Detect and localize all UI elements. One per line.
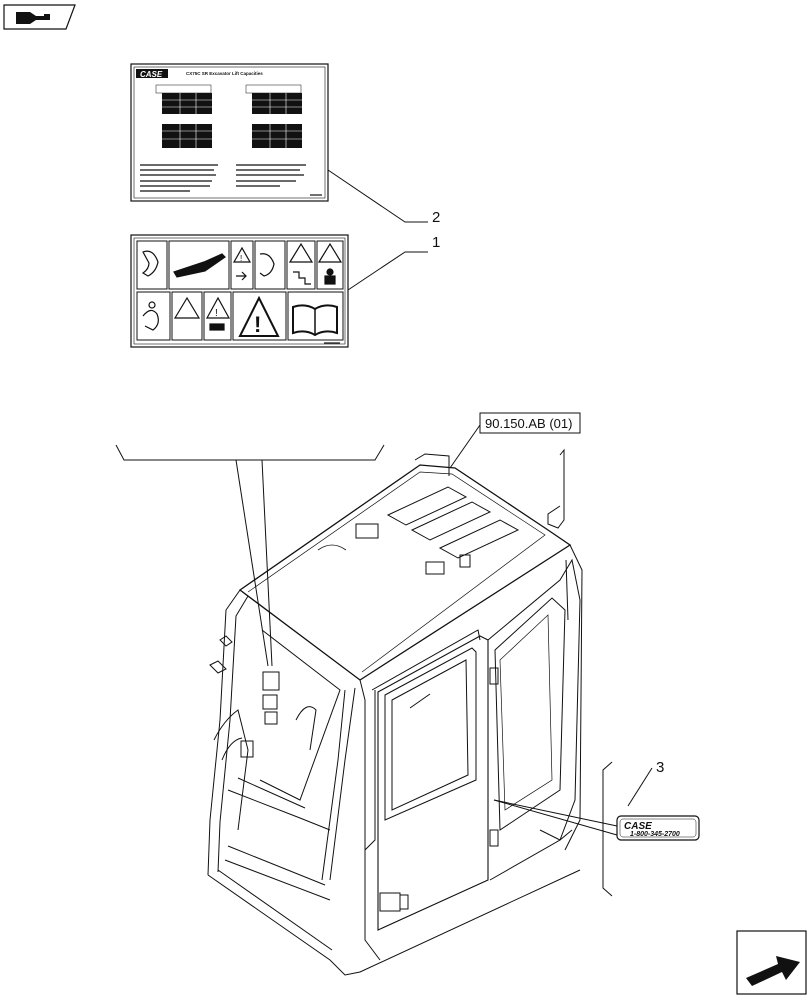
phone-decal-brand: CASE bbox=[624, 821, 652, 832]
case-phone-decal: CASE 1-800-345-2700 bbox=[616, 815, 700, 841]
phone-decal-number: 1-800-345-2700 bbox=[630, 831, 680, 838]
case-logo: CASE bbox=[136, 69, 168, 79]
capacity-notes bbox=[140, 164, 322, 196]
operator-cab bbox=[207, 448, 583, 1000]
capacity-tables bbox=[155, 84, 302, 148]
callout-3: 3 CASE 1-800-345-2700 bbox=[493, 759, 700, 897]
lift-capacity-decal: CASE CX75C SR Excavator Lift Capacities bbox=[130, 63, 329, 202]
callout-3-label: 3 bbox=[656, 759, 664, 776]
safety-pictogram-decal: ! ! ! bbox=[130, 234, 349, 348]
callout-1-label: 1 bbox=[432, 234, 440, 251]
location-bracket bbox=[115, 444, 385, 667]
prev-page-tab[interactable] bbox=[3, 4, 76, 30]
reference-link[interactable]: 90.150.AB (01) bbox=[449, 412, 581, 469]
callout-1: 1 bbox=[347, 234, 440, 291]
hand-pointer-left-icon bbox=[16, 12, 50, 24]
svg-text:!: ! bbox=[254, 312, 261, 337]
svg-text:!: ! bbox=[240, 254, 242, 263]
reference-label[interactable]: 90.150.AB (01) bbox=[485, 416, 572, 431]
arrow-next-page-icon bbox=[746, 956, 800, 986]
next-page-button[interactable] bbox=[736, 930, 807, 995]
callout-2: 2 bbox=[327, 169, 440, 226]
callout-2-label: 2 bbox=[432, 209, 440, 226]
capacities-title-text: CX75C SR Excavator Lift Capacities bbox=[186, 71, 263, 76]
capacities-brand-text: CASE bbox=[140, 70, 163, 79]
svg-text:!: ! bbox=[215, 308, 218, 319]
pictogram-glyphs: ! ! ! bbox=[141, 242, 343, 337]
